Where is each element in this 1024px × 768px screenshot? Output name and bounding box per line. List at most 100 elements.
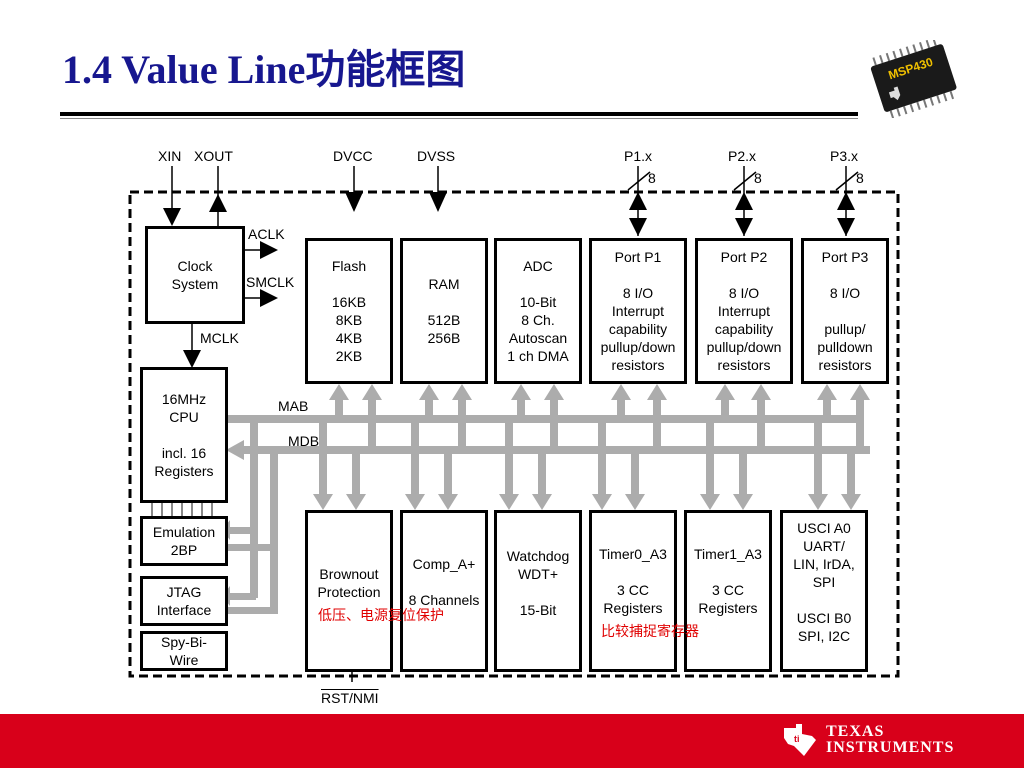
block-text-line: 10-Bit [519,294,557,310]
block-text-line: pullup/ [824,321,866,337]
block-text-line: Port P3 [821,249,869,265]
p2-arrow-down [735,218,753,236]
xin-arrow [163,208,181,226]
texas-state-icon: ti [784,724,816,756]
xout-label: XOUT [194,148,233,164]
block-text-line: SPI, I2C [797,628,851,644]
block-text-line: 电源复 [360,607,402,623]
block-text-line: Wire [169,652,199,668]
title-underline-thin [60,118,858,119]
block-text-line: JTAG [166,584,202,600]
block-text-line: 15-Bit [519,602,557,618]
brownout-annotation: 低压、电源复位保护 [318,606,444,624]
block-text-line [347,275,351,293]
block-text-line [843,302,847,320]
block-text-line: USCI A0 [797,520,851,536]
p1-label: P1.x [624,148,653,164]
block-text-line: Watchdog [506,548,570,564]
dvcc-arrow [345,192,363,212]
block-text-line: Interrupt [611,303,665,319]
block-text-line: Clock [177,258,213,274]
block-text-line: 3 CC [712,582,744,598]
p2-label: P2.x [728,148,757,164]
block-text-line: 8KB [335,312,363,328]
smclk-label: SMCLK [246,274,295,290]
block-text-line: 512B [427,312,461,328]
block-text-line [843,266,847,284]
block-text-line: Registers [603,600,663,616]
block-text-line: 16KB [331,294,367,310]
rst-nmi-label: RST/NMI [321,690,379,706]
block-text-line: 256B [427,330,461,346]
block-text-line: 8 Ch. [521,312,555,328]
block-text-line: 4KB [335,330,363,346]
p3-width-label: 8 [856,170,864,186]
block-text-line: System [171,276,219,292]
title-underline [60,112,858,116]
p2-width-label: 8 [754,170,762,186]
p2-arrow-up [735,192,753,210]
p1-arrow-down [629,218,647,236]
mab-label: MAB [278,398,309,414]
block-text-line: incl. 16 [161,445,207,461]
block-text-line: Timer1_A3 [694,546,762,562]
block-text-line: Port P2 [720,249,768,265]
block-text-line [442,573,446,591]
block-text-line: resistors [717,357,771,373]
block-text-line [442,293,446,311]
block-text-line: Spy-Bi- [161,634,207,650]
block-text-line: 捉寄存 [643,623,685,639]
aclk-arrow [260,241,278,259]
block-text-line [636,266,640,284]
smclk-arrow [260,289,278,307]
svg-text:ti: ti [794,734,800,744]
block-text-line: 位保护 [402,607,444,623]
block-text-line [726,563,730,581]
block-text-line: capability [608,321,668,337]
block-text-line: 3 CC [617,582,649,598]
block-text-line: 8 Channels [408,592,480,608]
block-text-line: 16MHz [161,391,207,407]
brand-line1: TEXAS [826,723,885,740]
p1-width-label: 8 [648,170,656,186]
comp-a-block: Comp_A+ 8 Channels [400,510,488,672]
block-text-line: 比较捕 [601,623,643,639]
mdb-label: MDB [288,433,320,449]
mclk-arrow [183,350,201,368]
block-text-line: 低压、 [318,607,360,623]
xout-arrow [209,194,227,212]
slide-title: 1.4 Value Line功能框图 [62,47,466,92]
block-text-line: ADC [523,258,553,274]
block-text-line: Timer0_A3 [599,546,667,562]
block-text-line: Registers [154,463,214,479]
block-text-line: capability [714,321,774,337]
timer-annotation: 比较捕捉寄存器 [601,622,699,640]
dvss-label: DVSS [417,148,456,164]
block-text-line: pullup/down [706,339,782,355]
block-text-line: LIN, IrDA, [793,556,855,572]
block-text-line [536,583,540,601]
block-text-line [182,426,186,444]
dvss-arrow [429,192,447,212]
ti-logo: ti TEXAS INSTRUMENTS [780,722,954,758]
block-text-line: resistors [818,357,872,373]
block-text-line: USCI B0 [796,610,852,626]
p3-arrow-down [837,218,855,236]
p3-label: P3.x [830,148,859,164]
xin-label: XIN [158,148,182,164]
block-text-line: 器 [685,623,699,639]
block-text-line: 2BP [170,542,198,558]
